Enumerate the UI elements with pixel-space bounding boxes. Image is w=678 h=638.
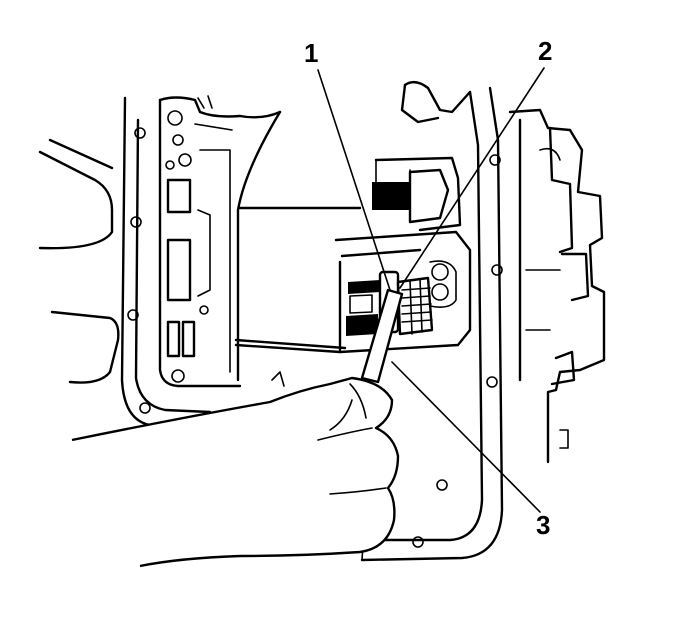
leader-lines — [317, 67, 545, 513]
valve-body-plate — [158, 95, 242, 388]
right-valve-stack — [508, 108, 606, 464]
callout-2: 2 — [538, 36, 553, 66]
callout-1: 1 — [304, 38, 319, 68]
retaining-clip — [396, 276, 434, 336]
hand — [71, 376, 400, 568]
callout-3: 3 — [536, 510, 551, 540]
filter-cavity — [234, 110, 362, 387]
screwdriver — [360, 288, 404, 384]
solenoid-valve — [372, 80, 472, 232]
flange-bolt-holes — [127, 127, 503, 548]
case-left-edge — [38, 138, 120, 384]
